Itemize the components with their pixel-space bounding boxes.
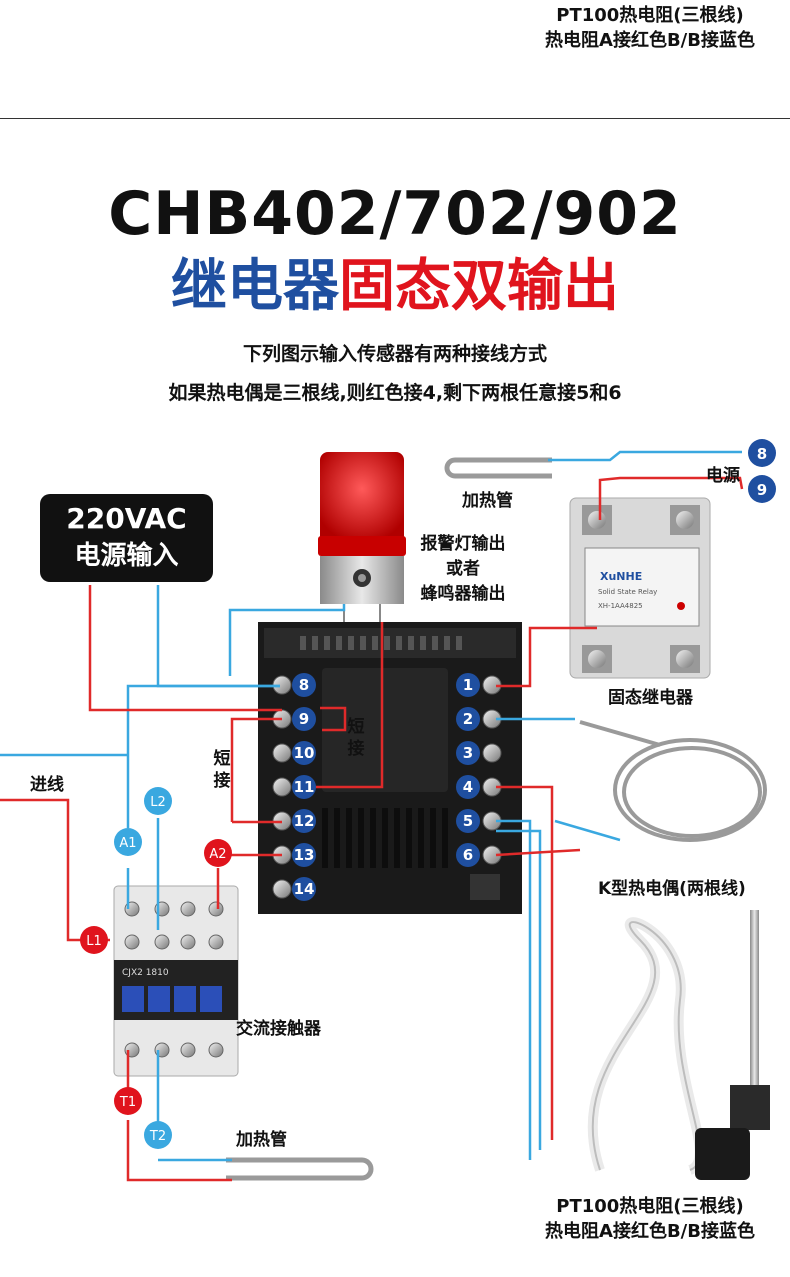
ac-contactor [113,885,239,1077]
alarm-label-line1: 报警灯输出 [420,534,506,554]
alarm-label-line3: 蜂鸣器输出 [420,584,506,604]
terminal-6: 6 [463,846,473,864]
power-input-box: 220VAC 电源输入 [40,494,213,582]
contactor-label: 交流接触器 [236,1019,321,1039]
terminal-1: 1 [463,676,473,694]
marker-L1: L1 [86,934,102,949]
power-input-label: 电源输入 [74,541,179,571]
ssr-label: 固态继电器 [608,688,693,708]
heater-tube-bottom [226,1157,374,1181]
solid-state-relay [569,497,711,679]
short-label-right: 短接 [347,717,365,759]
alarm-output-label: 报警灯输出 或者 蜂鸣器输出 [408,532,518,607]
controller [258,622,522,914]
marker-badges [80,787,232,1149]
subtitle-relay: 继电器 [171,254,339,319]
terminal-4: 4 [463,778,473,796]
marker-T2: T2 [149,1129,166,1144]
terminal-10: 10 [294,744,315,762]
right-terminal-badges [456,673,480,867]
ssr-model: XH-1AA4825 [598,602,643,610]
desc-line2: 如果热电偶是三根线,则红色接4,剩下两根任意接5和6 [168,382,622,404]
terminal-11: 11 [294,778,315,796]
top-caption: PT100热电阻(三根线) 热电阻A接红色B/B接蓝色 [520,3,780,53]
ssr-brand: XuNHE [600,570,642,583]
marker-L2: L2 [150,795,166,810]
desc-line1: 下列图示输入传感器有两种接线方式 [242,343,547,365]
marker-A1: A1 [119,836,136,851]
side-terminal-badges [748,439,776,503]
terminal-12: 12 [294,812,315,830]
top-caption-line1: PT100热电阻(三根线) [556,5,744,26]
bottom-caption-line1: PT100热电阻(三根线) [556,1196,744,1217]
ssr-sub: Solid State Relay [598,588,657,596]
k-thermocouple [579,720,767,842]
terminal-14: 14 [294,880,315,898]
heater-bottom-label: 加热管 [236,1130,287,1150]
top-caption-line2: 热电阻A接红色B/B接蓝色 [545,30,755,51]
side-terminal-8: 8 [757,445,767,463]
power-voltage: 220VAC [66,502,187,535]
terminal-13: 13 [294,846,315,864]
subtitle: 继电器固态双输出 [0,252,790,322]
heater-tube-top [444,457,552,479]
terminal-2: 2 [463,710,473,728]
bottom-caption: PT100热电阻(三根线) 热电阻A接红色B/B接蓝色 [520,1194,780,1244]
model-title: CHB402/702/902 [108,179,682,249]
heater-top-label: 加热管 [462,491,513,511]
left-terminal-badges [292,673,316,901]
subtitle-ssr: 固态双输出 [339,254,619,319]
marker-T1: T1 [119,1095,136,1110]
power-label: 电源 [706,466,740,486]
alarm-lamp [318,452,406,622]
pt100-probe [587,910,770,1180]
short-label-left: 短接 [213,749,231,791]
terminal-3: 3 [463,744,473,762]
side-terminal-9: 9 [757,481,767,499]
contactor-model: CJX2 1810 [122,968,169,978]
inlet-label: 进线 [30,775,64,795]
alarm-label-line2: 或者 [446,559,480,579]
terminal-8: 8 [299,676,309,694]
marker-A2: A2 [209,847,226,862]
blue-wires [0,450,742,1162]
divider [0,118,790,119]
terminal-5: 5 [463,812,473,830]
bottom-caption-line2: 热电阻A接红色B/B接蓝色 [545,1221,755,1242]
terminal-9: 9 [299,710,309,728]
k-thermocouple-label: K型热电偶(两根线) [598,879,746,899]
